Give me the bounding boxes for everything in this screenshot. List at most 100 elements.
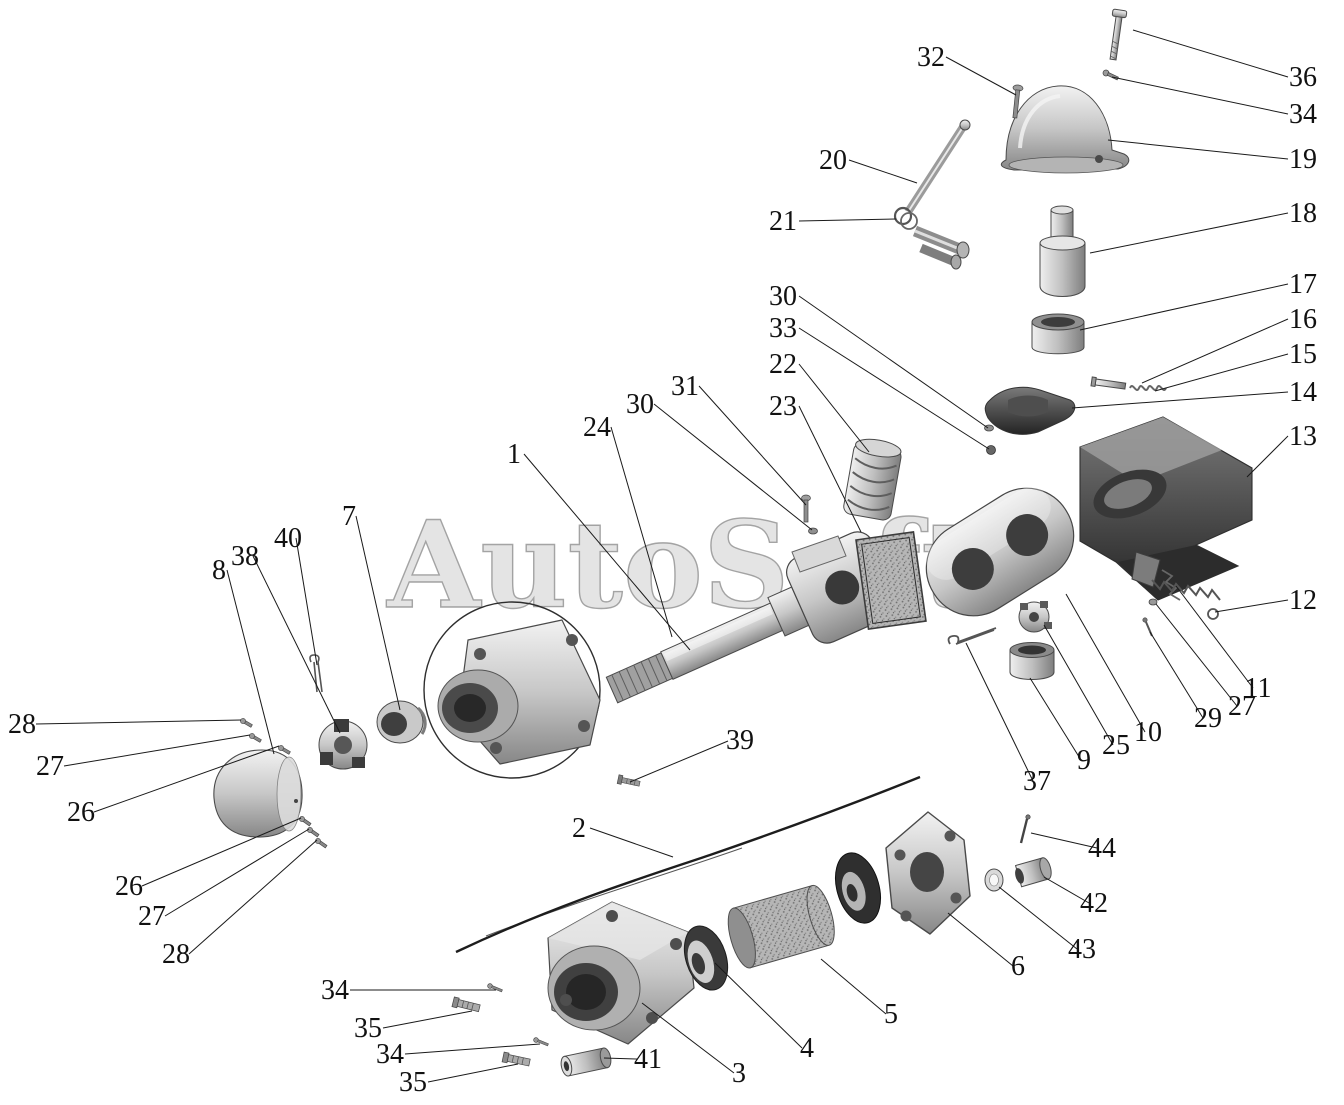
- part-bolt-long: [1109, 8, 1128, 61]
- callout-38: 38: [231, 541, 259, 572]
- leader-line: [1043, 624, 1114, 746]
- callout-4: 4: [800, 1033, 814, 1064]
- callout-28-a: 28: [8, 709, 36, 740]
- leader-line: [1111, 76, 1289, 115]
- leader-line: [355, 515, 401, 711]
- leader-lines: [35, 29, 1289, 1083]
- part-cup-small: [1009, 642, 1055, 680]
- callout-15: 15: [1289, 339, 1317, 370]
- part-ratchet-knob: [1018, 601, 1052, 633]
- leader-line: [848, 159, 918, 184]
- leader-line: [798, 218, 897, 222]
- part-screw-small-top: [1102, 69, 1119, 81]
- leader-line: [1149, 631, 1204, 719]
- part-washer-27c: [1148, 598, 1158, 606]
- leader-line: [653, 403, 813, 531]
- callout-30-a: 30: [769, 281, 797, 312]
- callout-16: 16: [1289, 304, 1317, 335]
- callout-12: 12: [1289, 585, 1317, 616]
- callout-25: 25: [1102, 730, 1130, 761]
- callout-3: 3: [732, 1058, 746, 1089]
- callout-40: 40: [274, 523, 302, 554]
- part-guide-housing: [1079, 416, 1253, 601]
- part-rubber-boot: [1000, 85, 1130, 174]
- part-washer-30a: [984, 424, 994, 432]
- leader-line: [603, 1057, 638, 1060]
- callout-34-top: 34: [1289, 99, 1317, 130]
- leader-line: [698, 385, 807, 506]
- callout-31: 31: [671, 371, 699, 402]
- leader-line: [1043, 876, 1090, 904]
- callout-29: 29: [1194, 703, 1222, 734]
- callout-43: 43: [1068, 934, 1096, 965]
- leader-line: [427, 1063, 519, 1083]
- part-bottom-housing: [547, 901, 695, 1045]
- callout-2: 2: [572, 813, 586, 844]
- leader-line: [798, 295, 989, 429]
- part-spring-long: [1151, 579, 1221, 601]
- part-sleeve-41: [560, 1047, 612, 1077]
- leader-line: [641, 1002, 735, 1074]
- leader-line: [93, 745, 280, 813]
- part-bolt-boot: [1012, 84, 1024, 119]
- callout-34-c: 34: [376, 1039, 404, 1070]
- callout-27-a: 27: [36, 751, 64, 782]
- callout-11: 11: [1245, 673, 1272, 704]
- leader-line: [610, 426, 673, 638]
- leader-line: [1107, 139, 1289, 160]
- callout-18: 18: [1289, 198, 1317, 229]
- leader-line: [188, 839, 318, 955]
- callout-9: 9: [1077, 745, 1091, 776]
- leader-line: [1089, 212, 1289, 254]
- leader-line: [1132, 29, 1289, 78]
- leader-line: [523, 453, 691, 651]
- part-buffer-plunger: [1039, 205, 1086, 297]
- leader-line: [35, 719, 242, 725]
- callout-1: 1: [507, 439, 521, 470]
- part-nut-33: [986, 445, 996, 455]
- callout-26-a: 26: [67, 797, 95, 828]
- callout-27-c: 27: [1228, 691, 1256, 722]
- part-bolt-31: [801, 494, 811, 523]
- leader-line: [629, 740, 729, 783]
- part-spring-catch: [1161, 569, 1181, 601]
- callout-14: 14: [1289, 377, 1317, 408]
- part-pin-44: [1019, 814, 1031, 844]
- part-angle-bracket: [791, 535, 847, 573]
- leader-line: [714, 962, 803, 1049]
- callout-10: 10: [1134, 717, 1162, 748]
- leader-line: [252, 555, 341, 734]
- callout-22: 22: [769, 349, 797, 380]
- callout-24: 24: [583, 412, 611, 443]
- leader-line: [1071, 391, 1289, 409]
- callout-21: 21: [769, 206, 797, 237]
- part-bolt-39: [616, 774, 641, 787]
- part-washer-43: [984, 868, 1004, 892]
- leader-line: [1155, 603, 1238, 707]
- part-lock-lever: [893, 119, 971, 270]
- callout-20: 20: [819, 145, 847, 176]
- callout-19: 19: [1289, 144, 1317, 175]
- leader-line: [945, 56, 1017, 96]
- leader-line: [141, 817, 302, 887]
- callout-44: 44: [1088, 833, 1116, 864]
- leader-line: [1029, 677, 1082, 761]
- callout-35-b: 35: [399, 1067, 427, 1098]
- part-cotter-pin-long: [947, 627, 997, 645]
- part-end-cap: [213, 749, 303, 838]
- callout-5: 5: [884, 999, 898, 1030]
- part-saddle-bracket: [984, 386, 1076, 435]
- leader-line: [1246, 435, 1289, 478]
- callout-33: 33: [769, 313, 797, 344]
- callout-35-a: 35: [354, 1013, 382, 1044]
- part-spring-small: [1129, 385, 1167, 391]
- callout-28-b: 28: [162, 939, 190, 970]
- part-pin-small: [1090, 376, 1127, 390]
- leader-line: [589, 827, 674, 858]
- callout-27-b: 27: [138, 901, 166, 932]
- leader-line: [798, 327, 990, 450]
- part-bottom-fasteners: [451, 983, 549, 1067]
- callout-42: 42: [1080, 888, 1108, 919]
